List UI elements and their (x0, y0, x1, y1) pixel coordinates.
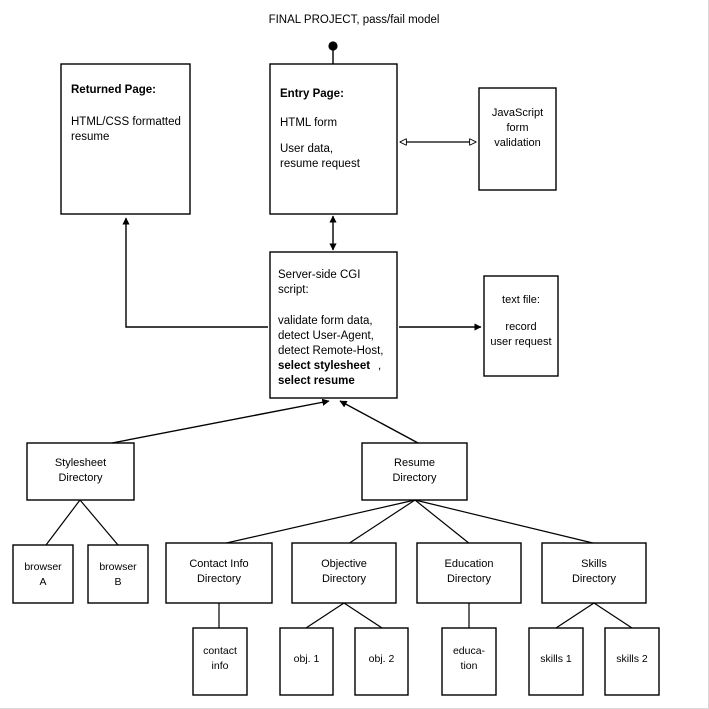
edge-cgi-to-returned-page (122, 217, 268, 328)
returned-page-line-2: resume (71, 131, 109, 143)
node-browser-a (12, 544, 74, 604)
node-resume-directory (361, 442, 468, 501)
returned-page-line-1: HTML/CSS formatted (71, 116, 181, 128)
edge-skills-to-skills-2 (593, 602, 633, 629)
node-skills-directory (541, 542, 647, 604)
start-dot-icon (328, 41, 338, 51)
node-stylesheet-directory (26, 442, 135, 501)
education-directory-line-1: Education (445, 558, 494, 570)
contact-info-file-line-2: info (212, 660, 229, 672)
javascript-validation-line-3: validation (494, 137, 540, 149)
cgi-line-3: detect Remote-Host, (278, 345, 383, 357)
node-returned-page (60, 63, 191, 215)
node-skills-1 (528, 627, 584, 696)
cgi-heading-line-2: script: (278, 284, 309, 296)
edge-objective-to-obj-2 (343, 602, 383, 629)
obj-2-line-1: obj. 2 (369, 653, 395, 665)
contact-info-directory-line-2: Directory (197, 573, 242, 585)
node-text-file (483, 275, 559, 377)
browser-a-line-2: A (39, 576, 46, 588)
stylesheet-directory-line-1: Stylesheet (55, 457, 106, 469)
education-directory-line-2: Directory (447, 573, 492, 585)
cgi-line-4: select stylesheet (278, 360, 370, 372)
node-objective-directory (291, 542, 397, 604)
skills-1-line-1: skills 1 (540, 653, 572, 665)
edge-resume-to-objective (347, 499, 416, 545)
entry-page-heading: Entry Page: (280, 88, 344, 100)
returned-page-heading: Returned Page: (71, 84, 156, 96)
entry-page-line-3: resume request (280, 158, 361, 170)
node-javascript-validation (478, 87, 557, 191)
javascript-validation-line-1: JavaScript (492, 107, 543, 119)
edge-resume-to-education (414, 499, 471, 545)
node-browser-b (87, 544, 149, 604)
text-file-line-1: text file: (502, 294, 540, 306)
edge-resume-directory-to-cgi (339, 400, 419, 444)
skills-2-line-1: skills 2 (616, 653, 648, 665)
contact-info-file-line-1: contact (203, 645, 237, 657)
cgi-line-5: select resume (278, 375, 355, 387)
skills-directory-line-1: Skills (581, 558, 607, 570)
node-obj-2 (354, 627, 409, 696)
node-skills-2 (604, 627, 660, 696)
edge-stylesheet-to-browser-b (79, 499, 119, 546)
node-education-file (441, 627, 497, 696)
resume-directory-line-2: Directory (392, 472, 437, 484)
cgi-heading-line-1: Server-side CGI (278, 269, 360, 281)
edge-stylesheet-to-browser-a (45, 499, 81, 546)
skills-directory-line-2: Directory (572, 573, 617, 585)
education-file-line-2: tion (461, 660, 478, 672)
javascript-validation-line-2: form (507, 122, 529, 134)
edge-stylesheet-directory-to-cgi (111, 398, 330, 444)
edge-objective-to-obj-1 (305, 602, 345, 629)
node-entry-page (269, 63, 398, 215)
node-contact-info-file (192, 627, 248, 696)
obj-1-line-1: obj. 1 (294, 653, 320, 665)
objective-directory-line-2: Directory (322, 573, 367, 585)
browser-b-line-2: B (114, 576, 121, 588)
text-file-line-2: record (505, 321, 536, 333)
cgi-line-2: detect User-Agent, (278, 330, 374, 342)
entry-page-line-2: User data, (280, 143, 333, 155)
objective-directory-line-1: Objective (321, 558, 367, 570)
node-cgi-script (269, 251, 398, 399)
edge-resume-to-contact-info (221, 499, 416, 545)
node-contact-info-directory (165, 542, 273, 604)
edge-skills-to-skills-1 (555, 602, 595, 629)
diagram-title: FINAL PROJECT, pass/fail model (269, 14, 440, 26)
cgi-line-1: validate form data, (278, 315, 373, 327)
text-file-line-3: user request (490, 336, 551, 348)
stylesheet-directory-line-2: Directory (58, 472, 103, 484)
edge-resume-to-skills (414, 499, 598, 545)
browser-a-line-1: browser (24, 561, 62, 573)
cgi-line-4-comma: , (378, 360, 381, 372)
entry-page-line-1: HTML form (280, 117, 337, 129)
education-file-line-1: educa- (453, 645, 486, 657)
node-obj-1 (279, 627, 334, 696)
contact-info-directory-line-1: Contact Info (189, 558, 248, 570)
resume-directory-line-1: Resume (394, 457, 435, 469)
browser-b-line-1: browser (99, 561, 137, 573)
